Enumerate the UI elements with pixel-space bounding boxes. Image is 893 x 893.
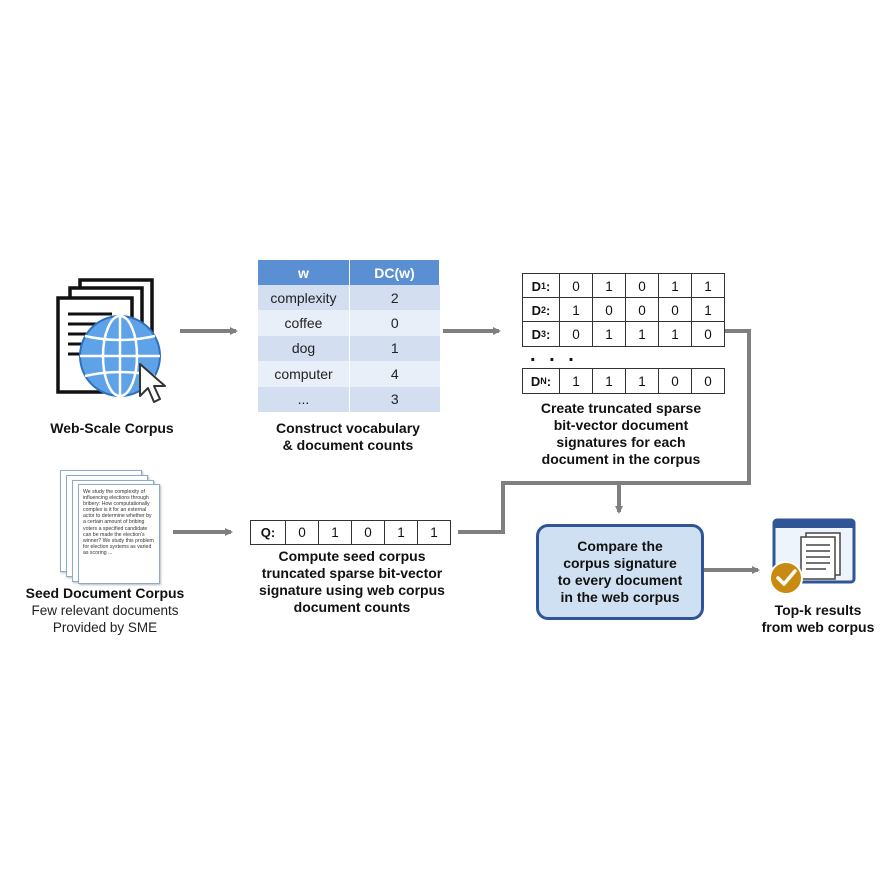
vocab-header-word: w [258,260,350,285]
compare-line: corpus signature [563,555,677,571]
vocab-caption-line: Construct vocabulary [276,420,420,436]
bit-cell: 1 [319,521,352,544]
bit-cell: 0 [352,521,385,544]
bit-cell: 0 [626,274,659,298]
bit-cell: 0 [286,521,319,544]
signatures-caption-line: Create truncated sparse [540,400,702,416]
results-caption: Top-k results from web corpus [748,602,888,636]
bit-cell: 1 [430,525,438,540]
bit-cell: 1 [385,521,418,544]
seed-corpus-label: Seed Document Corpus [25,585,185,601]
vocab-count: 3 [349,386,440,412]
signatures-caption: Create truncated sparse bit-vector docum… [510,400,732,468]
bit-cell: 0 [560,322,593,346]
table-row: dog 1 [258,335,440,362]
bit-cell: 1 [626,369,659,393]
seed-corpus-sub2: Provided by SME [52,620,158,635]
table-row: complexity 2 [258,285,440,311]
bit-cell: 1 [704,278,712,294]
vocab-word: complexity [258,285,350,311]
web-corpus-label: Web-Scale Corpus [50,420,174,436]
arrow-signatures-to-compare [615,329,751,514]
bit-cell: 1 [593,322,626,346]
bit-cell: 1 [659,322,692,346]
seed-documents-icon: We study the complexity of influencing e… [60,470,160,584]
signature-ellipsis: . . . [530,344,578,366]
results-caption-line: Top-k results [774,602,862,618]
bit-cell: 0 [659,369,692,393]
query-caption-line: document counts [293,599,411,615]
query-caption: Compute seed corpus truncated sparse bit… [238,548,466,616]
bit-cell: 0 [560,274,593,298]
signatures-caption-line: bit-vector document [553,417,689,433]
web-corpus-icon [56,278,166,403]
signatures-caption-line: document in the corpus [541,451,701,467]
vocab-word: coffee [258,310,350,336]
arrow-query-to-compare [458,481,619,534]
vocab-word: computer [258,361,350,387]
compare-line: in the web corpus [560,589,680,605]
vocab-word: dog [258,335,350,362]
table-row: coffee 0 [258,310,440,336]
vocab-caption-line: & document counts [282,437,414,453]
results-caption-line: from web corpus [761,619,875,635]
signatures-caption-line: signatures for each [556,434,686,450]
checkmark-badge-icon [769,561,803,595]
seed-corpus-sub1: Few relevant documents [31,603,179,618]
vocab-count: 4 [349,361,440,387]
vocab-count: 2 [349,285,440,311]
vocabulary-table: w DC(w) complexity 2 coffee 0 dog 1 comp… [258,260,440,412]
compare-line: to every document [557,572,683,588]
row-label: Q: [251,521,286,544]
bit-cell: 1 [593,274,626,298]
bit-cell: 1 [659,274,692,298]
bit-cell: 1 [626,322,659,346]
bit-cell: 0 [626,298,659,322]
bit-cell: 1 [593,369,626,393]
query-caption-line: signature using web corpus [259,582,445,598]
bit-cell: 1 [560,298,593,322]
query-caption-line: Compute seed corpus [278,548,426,564]
vocab-word: ... [258,386,350,412]
bit-cell: 1 [560,369,593,393]
bit-cell: 1 [704,302,712,318]
bit-cell: 0 [593,298,626,322]
query-caption-line: truncated sparse bit-vector [261,565,443,581]
table-row: computer 4 [258,361,440,387]
query-signature-row: Q: 0 1 0 1 1 [250,520,451,545]
results-document-icon [769,518,856,595]
vocab-header-dc: DC(w) [349,260,440,285]
bit-cell: 0 [704,373,712,389]
table-row: ... 3 [258,386,440,412]
vocab-count: 0 [349,310,440,336]
bit-cell: 0 [704,326,712,342]
seed-paper-text: We study the complexity of influencing e… [83,489,154,556]
vocab-caption: Construct vocabulary & document counts [248,420,448,454]
bit-cell: 0 [659,298,692,322]
vocab-count: 1 [349,335,440,362]
compare-step-box: Compare the corpus signature to every do… [536,524,704,620]
compare-line: Compare the [577,538,663,554]
